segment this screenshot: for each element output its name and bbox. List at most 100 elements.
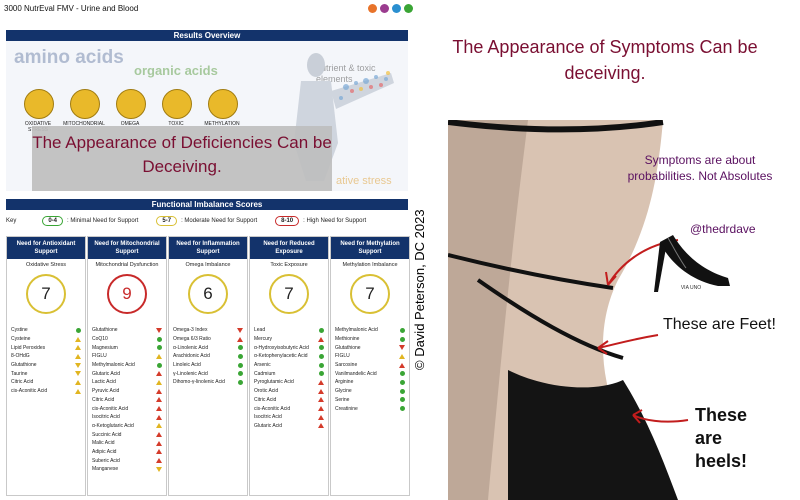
- report-title: 3000 NutrEval FMV - Urine and Blood: [4, 4, 139, 13]
- marker-row: Mercury: [254, 335, 324, 344]
- marker-row: Methylmalonic Acid: [335, 326, 405, 335]
- status-triangle-icon: [156, 406, 162, 412]
- status-triangle-icon: [318, 388, 324, 394]
- marker-row: Glutathione: [335, 343, 405, 352]
- organic-acids-label: organic acids: [134, 63, 218, 78]
- marker-row: Lipid Peroxides: [11, 343, 81, 352]
- marker-name: Glutathione: [92, 327, 118, 334]
- status-dot-icon: [400, 397, 405, 403]
- functional-imbalance-header: Functional Imbalance Scores: [6, 199, 408, 210]
- marker-row: Arginine: [335, 378, 405, 387]
- brand-dots: [368, 4, 415, 13]
- marker-row: Cadmium: [254, 369, 324, 378]
- marker-name: Lactic Acid: [92, 379, 116, 386]
- marker-row: Arachidonic Acid: [173, 352, 243, 361]
- status-dot-icon: [400, 371, 405, 377]
- marker-name: cis-Aconitic Acid: [254, 405, 291, 412]
- methylation-icon: [208, 89, 238, 119]
- score-circle: 7: [26, 274, 66, 314]
- marker-row: Isocitric Acid: [254, 413, 324, 422]
- marker-name: α-Hydroxyisobutyric Acid: [254, 344, 309, 351]
- key-minimal-range: 0-4: [42, 216, 64, 226]
- marker-row: Isocitric Acid: [92, 413, 162, 422]
- marker-name: Suberic Acid: [92, 457, 120, 464]
- marker-name: Lead: [254, 327, 266, 334]
- key-high-text: : High Need for Support: [303, 218, 367, 224]
- heels-label: These are heels!: [695, 405, 748, 471]
- marker-name: Creatinine: [335, 405, 358, 412]
- status-dot-icon: [400, 388, 405, 394]
- status-triangle-icon: [318, 414, 324, 420]
- status-triangle-icon: [156, 388, 162, 394]
- marker-row: α-Ketoglutaric Acid: [92, 422, 162, 431]
- results-overview-header: Results Overview: [6, 30, 408, 41]
- status-triangle-icon: [156, 379, 162, 385]
- marker-name: FIGLU: [92, 353, 107, 360]
- marker-row: 8-OHdG: [11, 352, 81, 361]
- column-subheader: Toxic Exposure: [270, 262, 308, 268]
- column-subheader: Omega Imbalance: [185, 262, 231, 268]
- marker-name: Serine: [335, 396, 350, 403]
- marker-name: Arginine: [335, 379, 354, 386]
- status-dot-icon: [319, 371, 324, 377]
- marker-name: Sarcosine: [335, 362, 358, 369]
- status-triangle-icon: [318, 423, 324, 429]
- marker-name: Orotic Acid: [254, 388, 279, 395]
- column-header: Need for Reduced Exposure: [250, 237, 328, 259]
- status-triangle-icon: [156, 371, 162, 377]
- status-triangle-icon: [75, 371, 81, 377]
- marker-name: Manganese: [92, 466, 119, 473]
- marker-row: Adipic Acid: [92, 448, 162, 457]
- status-dot-icon: [319, 345, 324, 351]
- status-triangle-icon: [75, 379, 81, 385]
- marker-name: Isocitric Acid: [254, 414, 282, 421]
- key-moderate-text: : Moderate Need for Support: [181, 218, 258, 224]
- status-dot-icon: [157, 345, 162, 351]
- marker-name: α-Ketophenylacetic Acid: [254, 353, 308, 360]
- deficiency-overlay-text: The Appearance of Deficiencies Can be De…: [32, 126, 332, 191]
- marker-row: Taurine: [11, 369, 81, 378]
- marker-name: Pyruvic Acid: [92, 388, 120, 395]
- marker-name: Omega 6/3 Ratio: [173, 336, 211, 343]
- status-triangle-icon: [237, 327, 243, 333]
- marker-row: α-Ketophenylacetic Acid: [254, 352, 324, 361]
- status-triangle-icon: [318, 379, 324, 385]
- marker-name: Succinic Acid: [92, 431, 122, 438]
- status-dot-icon: [400, 336, 405, 342]
- marker-name: Cadmium: [254, 370, 276, 377]
- mitochondria-icon: [70, 89, 100, 119]
- marker-row: Linoleic Acid: [173, 361, 243, 370]
- marker-row: Serine: [335, 396, 405, 405]
- marker-name: α-Linolenic Acid: [173, 344, 209, 351]
- key-high-range: 8-10: [275, 216, 300, 226]
- nutrient-category-label: METHYLATION: [204, 121, 240, 127]
- status-dot-icon: [400, 406, 405, 412]
- marker-row: Citric Acid: [92, 396, 162, 405]
- marker-name: 8-OHdG: [11, 353, 30, 360]
- status-triangle-icon: [156, 440, 162, 446]
- nutrient-category-label: MITOCHONDRIAL: [63, 121, 105, 127]
- marker-row: Lead: [254, 326, 324, 335]
- marker-row: cis-Aconitic Acid: [254, 404, 324, 413]
- nutrient-category-label: TOXIC: [168, 121, 184, 127]
- status-triangle-icon: [156, 414, 162, 420]
- marker-name: Glycine: [335, 388, 352, 395]
- key-minimal-text: : Minimal Need for Support: [67, 218, 139, 224]
- marker-row: Creatinine: [335, 404, 405, 413]
- key-moderate-range: 5-7: [156, 216, 178, 226]
- status-dot-icon: [238, 362, 243, 368]
- marker-name: Mercury: [254, 336, 273, 343]
- marker-name: Malic Acid: [92, 440, 115, 447]
- status-dot-icon: [319, 362, 324, 368]
- marker-name: Taurine: [11, 370, 28, 377]
- column-subheader: Methylation Imbalance: [342, 262, 398, 268]
- amino-acids-label: amino acids: [14, 47, 124, 68]
- marker-row: Glutathione: [11, 361, 81, 370]
- marker-row: Magnesium: [92, 343, 162, 352]
- score-circle: 7: [269, 274, 309, 314]
- marker-name: Isocitric Acid: [92, 414, 120, 421]
- copyright-text: © David Peterson, DC 2023: [412, 209, 427, 370]
